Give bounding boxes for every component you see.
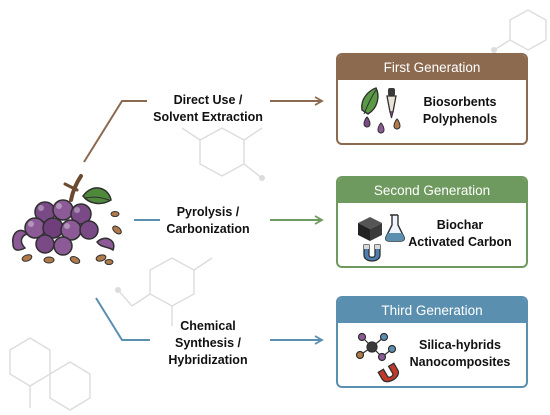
route-label-pyrolysis: Pyrolysis / Carbonization	[166, 205, 250, 236]
route-label-direct-use: Direct Use / Solvent Extraction	[153, 93, 263, 124]
leaf-dropper-icon	[361, 87, 401, 134]
magnet-icon	[377, 362, 400, 383]
leaf-icon	[361, 87, 379, 115]
card-title: Third Generation	[338, 298, 526, 323]
molecule-network-icon	[355, 332, 397, 362]
grape-pomace-icon	[12, 174, 122, 265]
connector-first	[83, 100, 147, 163]
card-items: Biosorbents Polyphenols	[422, 95, 498, 126]
route-label-chemical-synthesis: Chemical Synthesis / Hybridization	[168, 319, 248, 367]
droplets-icon	[363, 116, 401, 134]
biochar-icons	[358, 214, 405, 262]
connector-third	[95, 297, 150, 341]
card-items: Biochar Activated Carbon	[408, 218, 512, 249]
second-generation-card: Second Generation Biocha	[336, 176, 528, 268]
card-title: First Generation	[338, 55, 526, 80]
flask-icon	[385, 214, 405, 242]
magnet-icon	[363, 244, 381, 262]
carbon-block-icon	[358, 217, 382, 241]
card-title: Second Generation	[338, 178, 526, 203]
dropper-icon	[386, 88, 397, 119]
third-generation-card: Third Generation Sil	[336, 296, 528, 388]
card-items: Silica-hybrids Nanocomposites	[409, 338, 511, 369]
nanocomposite-icons	[355, 332, 400, 383]
first-generation-card: First Generation Biosorb	[336, 53, 528, 145]
